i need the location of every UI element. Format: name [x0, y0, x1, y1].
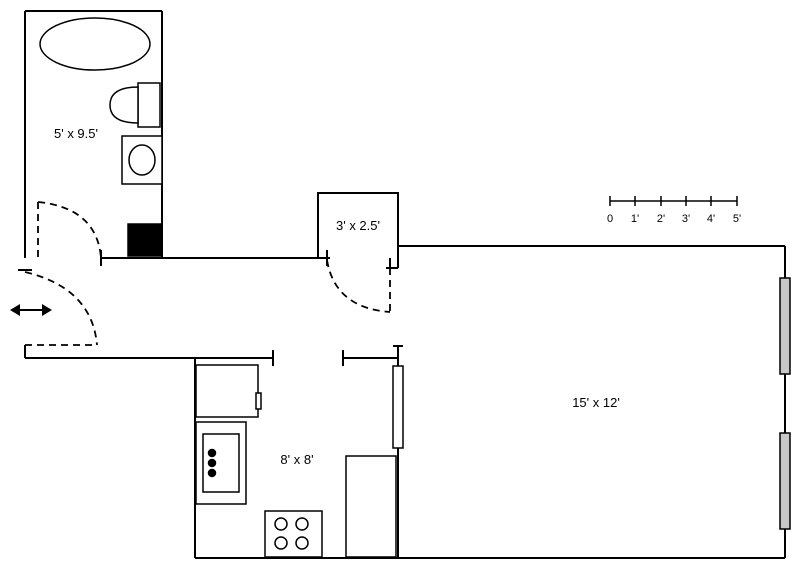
radiator-block — [127, 223, 163, 257]
scale-bar — [609, 196, 738, 206]
doors — [24, 201, 391, 346]
scale-tick-1: 1' — [631, 213, 639, 225]
window-living-left — [392, 365, 404, 449]
scale-tick-5: 5' — [733, 213, 741, 225]
closet-wall — [317, 192, 399, 258]
closet-door-arc — [326, 259, 391, 313]
kitchen-dimensions: 8' x 8' — [280, 452, 313, 467]
cabinet — [345, 455, 397, 558]
bathroom-fixtures — [39, 17, 163, 257]
living-room-dimensions: 15' x 12' — [572, 395, 620, 410]
stove — [264, 510, 323, 558]
window-right-lower — [779, 432, 791, 530]
kitchen-fixtures — [195, 364, 397, 558]
scale-tick-4: 4' — [707, 213, 715, 225]
toilet — [109, 82, 161, 128]
scale-tick-3: 3' — [682, 213, 690, 225]
bathtub — [39, 17, 151, 71]
entry-door-arc — [24, 271, 98, 346]
closet-dimensions: 3' x 2.5' — [336, 218, 380, 233]
sink — [121, 135, 163, 185]
double-arrow-icon — [10, 304, 52, 316]
refrigerator — [195, 364, 262, 418]
bathroom-dimensions: 5' x 9.5' — [54, 126, 98, 141]
scale-labels: 0 1' 2' 3' 4' 5' — [607, 213, 741, 225]
windows — [392, 277, 791, 530]
bathroom-door-arc — [37, 201, 102, 259]
sink-counter — [195, 421, 247, 505]
window-right-upper — [779, 277, 791, 375]
scale-tick-0: 0 — [607, 213, 613, 225]
scale-tick-2: 2' — [657, 213, 665, 225]
